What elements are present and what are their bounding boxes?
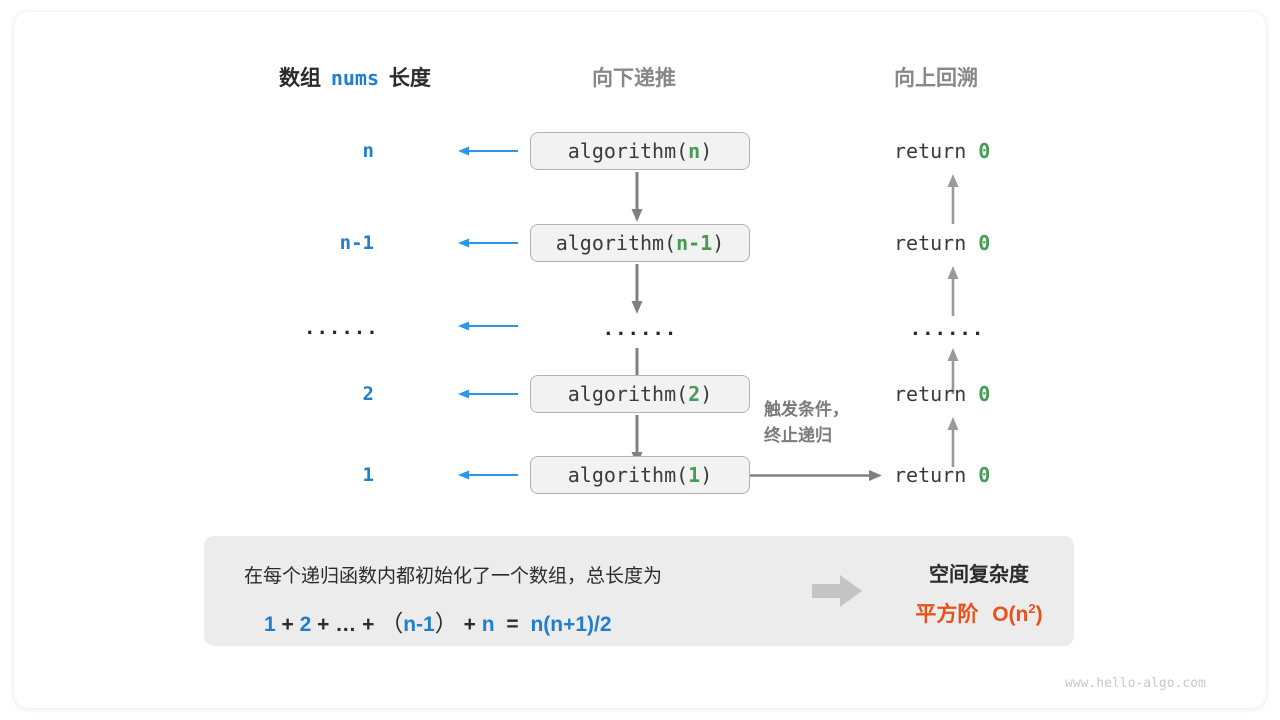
up-arrow-2 (945, 266, 961, 316)
call-text-row-2: algorithm(n-1) (555, 231, 725, 255)
return-label-row-1: return 0 (894, 139, 991, 163)
formula-term-2: 2 (299, 613, 312, 636)
call-text-row-4: algorithm(2) (567, 382, 713, 406)
return-label-row-4: return 0 (894, 382, 991, 406)
up-arrow-3 (945, 348, 961, 394)
return-label-row-5: return 0 (894, 463, 991, 487)
left-arrow-row-1 (456, 144, 520, 158)
header-left-mono: nums (330, 66, 380, 90)
formula-op-3: + (362, 613, 375, 636)
trigger-note-line-2: 终止递归 (764, 425, 832, 445)
result-value: 平方阶 O(n2) (884, 598, 1074, 628)
left-arrow-row-3 (456, 319, 520, 333)
header-right-column: 向上回溯 (894, 67, 978, 90)
length-label-row-2: n-1 (339, 232, 374, 254)
down-arrow-1 (629, 172, 645, 224)
summary-description: 在每个递归函数内都初始化了一个数组，总长度为 (244, 566, 663, 587)
summary-panel: 在每个递归函数内都初始化了一个数组，总长度为 1 + 2 + … + （n-1）… (204, 536, 1074, 646)
header-middle-column: 向下递推 (592, 67, 676, 90)
up-arrow-4 (945, 417, 961, 467)
formula-op-1: + (281, 613, 294, 636)
result-arrow-icon (812, 574, 864, 608)
header-left-column: 数组 nums 长度 (279, 62, 431, 92)
formula-term-1: 1 (264, 613, 276, 636)
call-text-row-5: algorithm(1) (567, 463, 713, 487)
right-dots-row-3: ······ (909, 323, 985, 345)
base-case-arrow (750, 468, 884, 484)
formula-equals: = (506, 613, 519, 636)
left-arrow-row-5 (456, 468, 520, 482)
formula-op-2: + (317, 613, 330, 636)
call-text-row-1: algorithm(n) (567, 139, 713, 163)
formula-term-4: n (481, 613, 495, 636)
formula-ellipsis: … (335, 613, 357, 636)
call-box-row-5: algorithm(1) (530, 456, 750, 494)
call-box-row-2: algorithm(n-1) (530, 224, 750, 262)
result-title: 空间复杂度 (929, 564, 1029, 586)
left-arrow-row-2 (456, 236, 520, 250)
diagram-stage: 数组 nums 长度 向下递推 向上回溯 n algorithm(n) retu… (14, 12, 1266, 708)
formula-term-3: n-1 (403, 613, 435, 636)
formula-result: n(n+1)/2 (530, 613, 612, 636)
up-arrow-1 (945, 174, 961, 224)
formula-op-4: + (463, 613, 476, 636)
diagram-frame: 数组 nums 长度 向下递推 向上回溯 n algorithm(n) retu… (14, 12, 1266, 708)
result-notation: O(n2) (992, 601, 1043, 626)
middle-dots-row-3: ······ (602, 323, 678, 345)
header-left-prefix: 数组 (279, 67, 321, 90)
trigger-note-line-1: 触发条件， (764, 400, 849, 419)
formula-right-paren: ） (434, 610, 458, 636)
trigger-note: 触发条件， 终止递归 (764, 397, 849, 448)
header-left-suffix: 长度 (388, 67, 431, 90)
length-label-row-3: ······ (304, 322, 379, 344)
left-arrow-row-4 (456, 387, 520, 401)
summary-formula: 1 + 2 + … + （n-1） + n = n(n+1)/2 (264, 604, 612, 638)
watermark: www.hello-algo.com (1065, 676, 1206, 691)
down-arrow-2 (629, 264, 645, 316)
call-box-row-4: algorithm(2) (530, 375, 750, 413)
call-box-row-1: algorithm(n) (530, 132, 750, 170)
length-label-row-4: 2 (362, 383, 374, 405)
result-label: 平方阶 (915, 603, 979, 626)
formula-left-paren: （ (380, 610, 404, 636)
length-label-row-5: 1 (362, 464, 374, 486)
length-label-row-1: n (362, 140, 374, 162)
return-label-row-2: return 0 (894, 231, 991, 255)
